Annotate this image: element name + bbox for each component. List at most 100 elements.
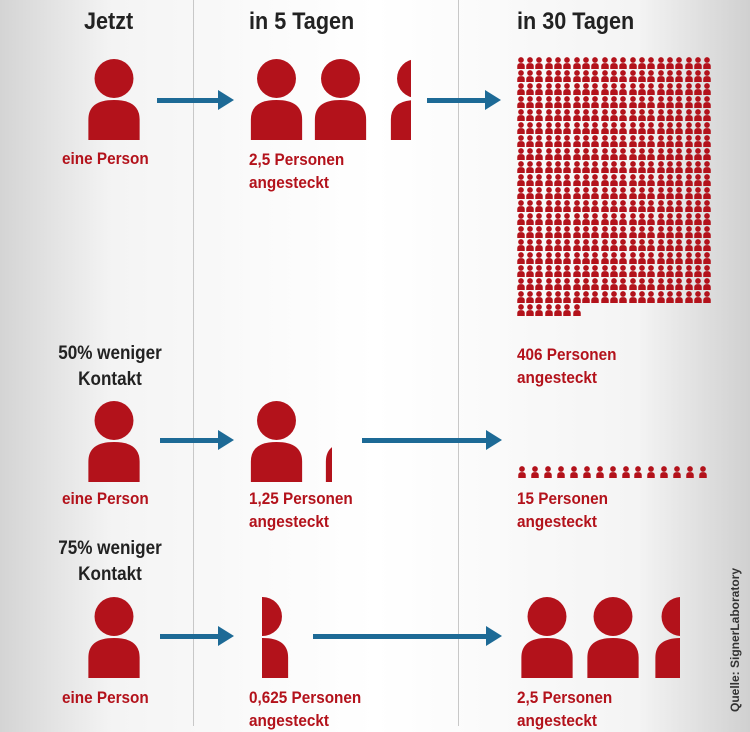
mini-person-icon (647, 122, 656, 135)
mini-person-icon (619, 122, 628, 135)
mini-person-icon (619, 213, 628, 226)
mini-person-icon (553, 304, 562, 317)
mini-person-icon (619, 466, 632, 479)
mini-person-icon (684, 239, 693, 252)
label-line: angesteckt (517, 711, 597, 730)
mini-person-icon (693, 239, 702, 252)
mini-person-icon (600, 70, 609, 83)
mini-person-icon (572, 148, 581, 161)
mini-person-icon (637, 161, 646, 174)
mini-person-icon (572, 252, 581, 265)
mini-person-icon (703, 265, 712, 278)
mini-person-icon (516, 83, 525, 96)
mini-person-icon (563, 265, 572, 278)
mini-person-icon (684, 187, 693, 200)
mini-person-icon (591, 161, 600, 174)
mini-person-icon (535, 109, 544, 122)
mini-person-icon (647, 252, 656, 265)
mini-person-icon (703, 252, 712, 265)
header-now: Jetzt (84, 8, 134, 35)
mini-person-icon (563, 304, 572, 317)
mini-person-icon (628, 265, 637, 278)
mini-person-icon (656, 70, 665, 83)
mini-person-icon (553, 109, 562, 122)
mini-person-icon (628, 109, 637, 122)
mini-person-icon (516, 57, 525, 70)
mini-person-icon (628, 213, 637, 226)
mini-person-icon (544, 278, 553, 291)
mini-person-icon (703, 278, 712, 291)
mini-person-icon (628, 135, 637, 148)
mini-person-icon (572, 83, 581, 96)
mini-person-icon (619, 278, 628, 291)
mini-person-icon (665, 252, 674, 265)
mini-person-icon (544, 96, 553, 109)
mini-person-icon (684, 213, 693, 226)
mini-person-icon (591, 148, 600, 161)
mini-person-icon (553, 161, 562, 174)
fraction-person-icon (262, 596, 290, 678)
mini-person-icon (516, 291, 525, 304)
mini-person-icon (535, 148, 544, 161)
mini-person-icon (581, 291, 590, 304)
mini-person-icon (553, 239, 562, 252)
mini-person-icon (609, 278, 618, 291)
mini-person-icon (684, 122, 693, 135)
mini-person-icon (647, 70, 656, 83)
mini-person-icon (619, 252, 628, 265)
mini-person-icon (637, 148, 646, 161)
mini-person-icon (637, 226, 646, 239)
mini-person-icon (665, 200, 674, 213)
mini-person-icon (516, 122, 525, 135)
mini-person-icon (637, 122, 646, 135)
mini-person-icon (637, 83, 646, 96)
mini-person-icon (703, 70, 712, 83)
mini-person-icon (693, 252, 702, 265)
mini-person-icon (606, 466, 619, 479)
mini-person-icon (544, 226, 553, 239)
mini-person-icon (647, 278, 656, 291)
mini-person-icon (675, 109, 684, 122)
grid-406-persons (516, 57, 712, 317)
mini-person-icon (693, 148, 702, 161)
mini-person-icon (619, 70, 628, 83)
mini-person-icon (693, 200, 702, 213)
mini-person-icon (572, 278, 581, 291)
mini-person-icon (628, 187, 637, 200)
mini-person-icon (619, 174, 628, 187)
mini-person-icon (553, 291, 562, 304)
mini-person-icon (675, 187, 684, 200)
mini-person-icon (647, 213, 656, 226)
mini-person-icon (525, 83, 534, 96)
mini-person-icon (656, 135, 665, 148)
mini-person-icon (609, 70, 618, 83)
mini-person-icon (628, 226, 637, 239)
mini-person-icon (656, 278, 665, 291)
mini-person-icon (619, 291, 628, 304)
mini-person-icon (703, 122, 712, 135)
mini-person-icon (628, 83, 637, 96)
mini-person-icon (619, 83, 628, 96)
mini-person-icon (581, 239, 590, 252)
mini-person-icon (591, 252, 600, 265)
mini-person-icon (581, 252, 590, 265)
mini-person-icon (647, 135, 656, 148)
label-line: 0,625 Personen (249, 688, 362, 707)
mini-person-icon (516, 148, 525, 161)
half-person-icon (652, 596, 680, 678)
mini-person-icon (684, 200, 693, 213)
mini-person-icon (656, 57, 665, 70)
mini-person-icon (619, 148, 628, 161)
mini-person-icon (684, 161, 693, 174)
mini-person-icon (581, 187, 590, 200)
label-line: angesteckt (517, 512, 597, 531)
label-line: 2,5 Personen (517, 688, 613, 707)
mini-person-icon (684, 70, 693, 83)
mini-person-icon (516, 135, 525, 148)
mini-person-icon (516, 70, 525, 83)
mini-person-icon (684, 278, 693, 291)
